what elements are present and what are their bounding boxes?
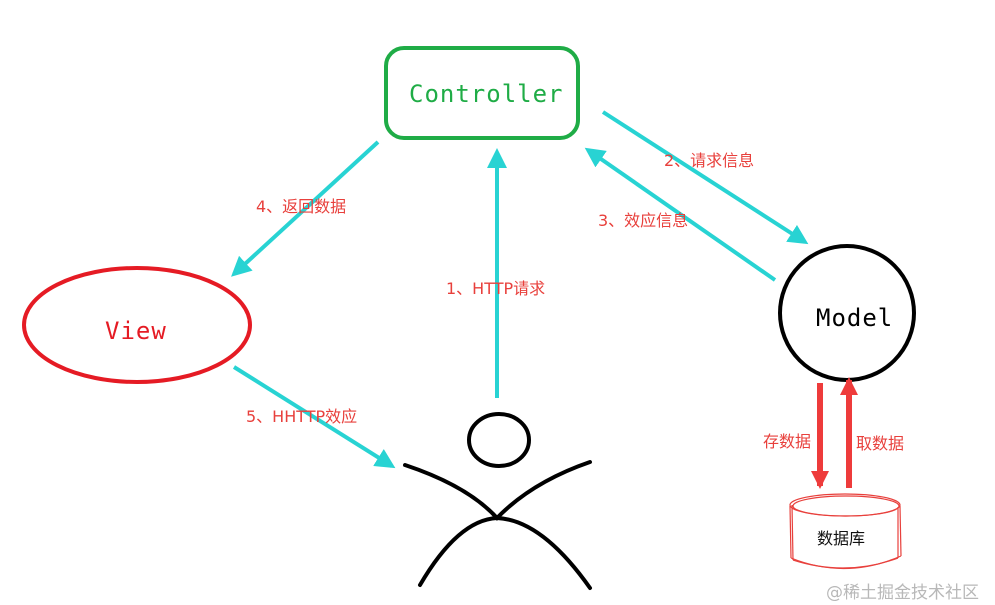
model-label: Model [816,304,894,332]
view-node [22,266,252,384]
arrow-http-response [232,365,396,469]
watermark: @稀土掘金技术社区 [826,583,979,603]
label-http-request: 1、HTTP请求 [446,279,546,298]
database-node [789,493,902,570]
label-store-data: 存数据 [763,432,812,451]
controller-label: Controller [409,80,564,108]
label-http-response: 5、HHTTP效应 [246,407,358,426]
arrow-response-info [584,147,777,282]
label-response-info: 3、效应信息 [598,211,689,230]
arrow-request-info [601,110,809,245]
controller-node [384,46,580,140]
arrow-return-data [231,140,380,277]
user-figure-icon [403,412,592,590]
database-label: 数据库 [817,529,866,548]
label-fetch-data: 取数据 [856,434,905,453]
label-return-data: 4、返回数据 [256,197,347,216]
view-label: View [105,317,167,345]
label-request-info: 2、请求信息 [664,151,755,170]
